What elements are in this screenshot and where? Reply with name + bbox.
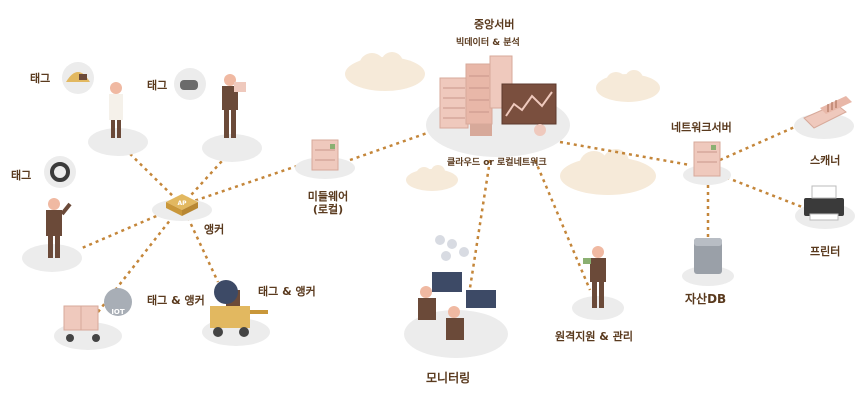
person-remote-support [583,246,606,308]
ap-badge: AP [177,200,187,207]
iot-badge: IOT [111,308,125,316]
middleware-label-line1: 미들웨어 [307,190,349,203]
platform-tag-pallet [202,134,262,162]
tag-label-watch: 태그 [11,169,32,182]
tag-label-pallet: 태그 [147,79,168,92]
connector-network-printer [719,173,816,214]
scanner-icon [803,96,852,129]
central-server-title: 중앙서버 [474,18,515,31]
decorative-cloud [406,165,458,191]
connector-server-remote [533,159,592,291]
connector-anchor-tag-helmet [117,141,183,206]
platform-tag-helmet [88,128,148,156]
middleware-label-line2: (로컬) [312,203,344,216]
person-tag-watch [44,156,76,258]
asset-db-icon [694,238,722,274]
tag-label-helmet: 태그 [30,72,51,85]
connector-server-network [559,140,691,167]
connector-anchor-tag-pallet [181,149,233,206]
anchor-label: 앵커 [204,223,225,236]
ap-anchor-device: AP [166,194,198,216]
scanner-label: 스캐너 [810,154,841,167]
network-server-label: 네트워크서버 [671,121,732,134]
tag-anchor-label-iot: 태그 & 앵커 [147,294,205,307]
middleware-server-illustration [311,139,339,171]
asset-db-label: 자산DB [685,292,727,306]
printer-icon [804,185,844,221]
remote-support-label: 원격지원 & 관리 [555,330,633,343]
tag-anchor-label-forklift: 태그 & 앵커 [258,285,316,298]
central-server-illustration [439,55,557,136]
connector-anchor-middleware [181,163,301,207]
person-tag-helmet [62,62,123,138]
monitoring-station-illustration [418,235,496,340]
decorative-cloud [345,52,425,91]
person-tag-pallet [174,68,246,138]
iot-pallet-illustration: IOT [63,288,132,342]
platform-remote [572,296,624,320]
decorative-cloud [596,70,660,102]
network-server-illustration [693,141,721,177]
decorative-cloud [560,149,656,195]
printer-label: 프린터 [810,245,841,258]
monitoring-label: 모니터링 [426,371,471,385]
middleware-label: 미들웨어 (로컬) [306,190,350,216]
forklift-illustration [210,280,268,337]
connector-server-monitoring [468,159,492,289]
central-server-subtitle: 빅데이터 & 분석 [456,38,520,48]
cloud-label: 클라우드 or 로컬네트워크 [447,158,547,168]
